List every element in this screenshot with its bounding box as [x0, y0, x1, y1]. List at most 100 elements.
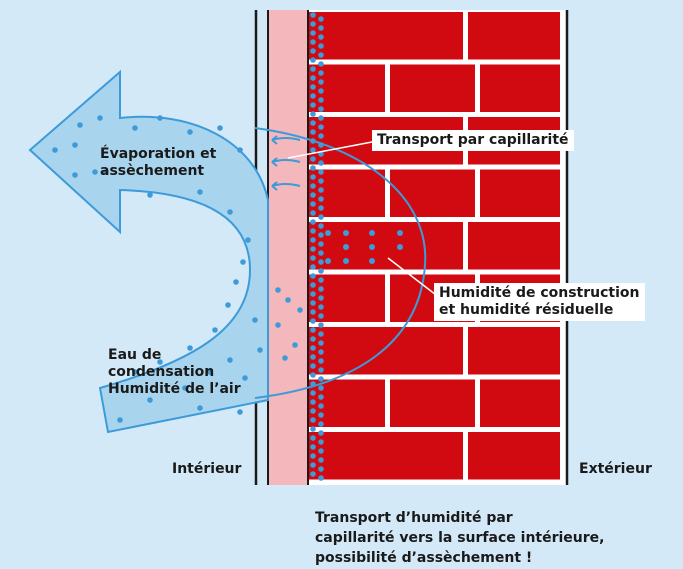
brick: [308, 432, 463, 480]
moisture-dot: [310, 345, 316, 351]
moisture-dot: [237, 409, 243, 415]
interior-label: Intérieur: [172, 461, 242, 477]
moisture-dot: [217, 125, 223, 131]
moisture-dot: [310, 318, 316, 324]
moisture-dot: [318, 16, 324, 22]
moisture-dot: [310, 75, 316, 81]
moisture-dot: [285, 297, 291, 303]
capillarity-leader-line: [287, 141, 373, 159]
small-arrow-head: [271, 181, 278, 191]
moisture-dots: [52, 12, 403, 481]
moisture-dot: [318, 340, 324, 346]
moisture-dot: [310, 210, 316, 216]
moisture-dot: [102, 169, 108, 175]
moisture-dot: [318, 169, 324, 175]
moisture-dot: [318, 403, 324, 409]
moisture-dot: [52, 147, 58, 153]
moisture-dot: [197, 405, 203, 411]
moisture-dot: [282, 355, 288, 361]
moisture-dot: [318, 439, 324, 445]
residual-moisture-dot: [397, 230, 403, 236]
brick: [468, 327, 560, 375]
moisture-dot: [240, 259, 246, 265]
moisture-dot: [310, 291, 316, 297]
residual-moisture-dot: [343, 244, 349, 250]
moisture-dot: [318, 475, 324, 481]
exterior-label: Extérieur: [579, 461, 652, 477]
brick: [308, 327, 463, 375]
moisture-dot: [72, 142, 78, 148]
moisture-dot: [318, 250, 324, 256]
moisture-dot: [225, 302, 231, 308]
brick: [480, 169, 560, 217]
moisture-dot: [318, 349, 324, 355]
moisture-dot: [147, 192, 153, 198]
residual-moisture-dot: [343, 258, 349, 264]
moisture-dot: [310, 390, 316, 396]
moisture-dot: [310, 174, 316, 180]
moisture-dot: [310, 66, 316, 72]
moisture-dot: [310, 237, 316, 243]
moisture-dot: [310, 147, 316, 153]
residual-humidity-label: Humidité de construction et humidité rés…: [434, 283, 645, 321]
moisture-dot: [318, 34, 324, 40]
moisture-dot: [310, 471, 316, 477]
moisture-dot: [310, 354, 316, 360]
moisture-dot: [318, 277, 324, 283]
moisture-dot: [318, 241, 324, 247]
moisture-dot: [310, 48, 316, 54]
moisture-dot: [310, 282, 316, 288]
moisture-dot: [310, 30, 316, 36]
brick-wall: [308, 10, 567, 485]
moisture-dot: [212, 327, 218, 333]
moisture-dot: [318, 88, 324, 94]
moisture-dot: [310, 426, 316, 432]
moisture-dot: [310, 417, 316, 423]
moisture-dot: [297, 307, 303, 313]
moisture-dot: [310, 408, 316, 414]
moisture-dot: [117, 417, 123, 423]
moisture-dot: [318, 331, 324, 337]
moisture-dot: [310, 156, 316, 162]
moisture-dot: [318, 358, 324, 364]
moisture-dot: [182, 385, 188, 391]
moisture-dot: [318, 421, 324, 427]
moisture-dot: [310, 192, 316, 198]
moisture-dot: [310, 273, 316, 279]
residual-leader-line: [387, 257, 441, 299]
brick: [390, 64, 475, 112]
brick: [468, 432, 560, 480]
moisture-dot: [132, 369, 138, 375]
moisture-dot: [310, 300, 316, 306]
moisture-dot: [310, 228, 316, 234]
moisture-dot: [318, 133, 324, 139]
moisture-dot: [318, 313, 324, 319]
moisture-dot: [318, 178, 324, 184]
moisture-dot: [318, 232, 324, 238]
moisture-dot: [318, 187, 324, 193]
moisture-dot: [310, 219, 316, 225]
moisture-dot: [310, 336, 316, 342]
residual-moisture-dot: [343, 230, 349, 236]
moisture-dot: [318, 223, 324, 229]
moisture-dot: [187, 129, 193, 135]
moisture-dot: [187, 345, 193, 351]
moisture-dot: [310, 129, 316, 135]
moisture-dot: [242, 375, 248, 381]
brick: [308, 12, 463, 60]
evaporation-small-arrows: [271, 135, 301, 191]
moisture-dot: [310, 462, 316, 468]
condensation-label: Eau de condensation Humidité de l’air: [108, 347, 241, 397]
moisture-dot: [252, 317, 258, 323]
moisture-dot: [197, 189, 203, 195]
moisture-dot: [318, 412, 324, 418]
moisture-dot: [318, 124, 324, 130]
moisture-dot: [310, 453, 316, 459]
moisture-dot: [92, 169, 98, 175]
capillary-transport-curve: [254, 127, 427, 399]
capillarity-label: Transport par capillarité: [372, 130, 574, 151]
moisture-dot: [245, 237, 251, 243]
brick: [390, 379, 475, 427]
